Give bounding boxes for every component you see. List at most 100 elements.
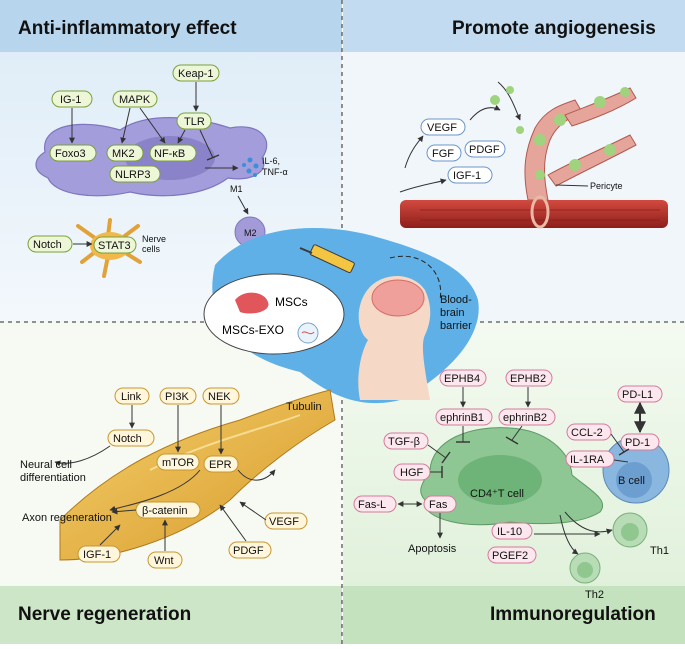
- node-foxo3: Foxo3: [49, 144, 97, 162]
- node-mapk: MAPK: [112, 90, 158, 108]
- m1-label: M1: [230, 184, 243, 194]
- inhibit-tgfb-bar: [441, 451, 451, 464]
- svg-text:PD-1: PD-1: [625, 437, 650, 449]
- th1-label: Th1: [650, 545, 669, 557]
- msc-cell-icon: [235, 292, 269, 314]
- svg-text:PDGF: PDGF: [469, 144, 500, 156]
- svg-text:β-catenin: β-catenin: [142, 505, 187, 517]
- axon-regen-label: Axon regeneration: [22, 512, 112, 524]
- svg-text:IGF-1: IGF-1: [453, 170, 481, 182]
- m1-to-m2-arrow: [237, 195, 249, 215]
- b-cell-label: B cell: [618, 475, 645, 487]
- factor-igf1: IGF-1: [447, 166, 493, 184]
- svg-text:ephrinB1: ephrinB1: [440, 412, 484, 424]
- svg-text:Notch: Notch: [113, 433, 142, 445]
- svg-text:Keap-1: Keap-1: [178, 68, 213, 80]
- node-hgf: HGF: [393, 463, 431, 481]
- bbb-dashed-line: [389, 255, 442, 301]
- nerve-cells-label-2: cells: [142, 244, 161, 254]
- arrow-igf1-catenin: [99, 524, 121, 546]
- svg-text:VEGF: VEGF: [427, 122, 457, 134]
- arrow-mapk-nfkb: [139, 107, 166, 144]
- inhibit-tlr: [199, 129, 214, 159]
- inhibit-ccl2-bar: [618, 448, 630, 456]
- node-notch-bl: Notch: [107, 429, 155, 447]
- node-tgfb: TGF-β: [383, 432, 429, 450]
- node-ephrinb1: ephrinB1: [435, 408, 493, 426]
- nerve-cells-label-1: Nerve: [142, 234, 166, 244]
- cd4-nucleus: [458, 455, 542, 505]
- node-keap1: Keap-1: [172, 64, 220, 82]
- node-vegf-bl: VEGF: [264, 512, 308, 530]
- svg-text:Notch: Notch: [33, 239, 62, 251]
- inhibit-tgfb: [427, 444, 447, 459]
- m2-label: M2: [244, 228, 257, 238]
- svg-text:EPHB2: EPHB2: [510, 373, 546, 385]
- svg-text:Foxo3: Foxo3: [55, 148, 86, 160]
- tubulin-label: Tubulin: [286, 401, 322, 413]
- th2-label: Th2: [585, 589, 604, 601]
- arrow-tcell-th1: [564, 511, 613, 535]
- node-ephrinb2: ephrinB2: [498, 408, 556, 426]
- nerve-fiber: [59, 389, 336, 561]
- svg-text:NEK: NEK: [208, 391, 231, 403]
- arrow-to-igf1: [399, 178, 447, 193]
- svg-text:Link: Link: [121, 391, 142, 403]
- node-pgef2: PGEF2: [487, 546, 537, 564]
- node-nlrp3: NLRP3: [109, 165, 161, 183]
- factor-pdgf: PDGF: [464, 140, 506, 158]
- svg-text:MK2: MK2: [112, 148, 135, 160]
- mscs-bubble: [203, 273, 345, 355]
- inhibit-ccl2: [610, 433, 625, 453]
- svg-text:Fas: Fas: [429, 499, 448, 511]
- apoptosis-label: Apoptosis: [408, 543, 457, 555]
- svg-text:Wnt: Wnt: [154, 555, 174, 567]
- title-nerve-regeneration: Nerve regeneration: [18, 604, 191, 625]
- node-ephb4: EPHB4: [439, 369, 487, 387]
- arrow-mapk-mk2: [120, 107, 131, 144]
- node-epr: EPR: [203, 455, 239, 473]
- svg-text:NF-κB: NF-κB: [154, 148, 185, 160]
- arrow-to-vegf: [404, 135, 424, 169]
- node-pdgf-bl: PDGF: [228, 541, 272, 559]
- inhibit-ephrinb2-bar: [505, 436, 519, 445]
- svg-text:PI3K: PI3K: [165, 391, 190, 403]
- cd4-label: CD4⁺T cell: [470, 488, 524, 500]
- inhibit-ephrinb2: [511, 425, 523, 441]
- svg-text:IL-10: IL-10: [497, 526, 522, 538]
- arrow-catenin-axon: [111, 508, 137, 515]
- node-beta-catenin: β-catenin: [135, 501, 201, 519]
- node-wnt: Wnt: [147, 551, 183, 569]
- node-fasl: Fas-L: [353, 495, 397, 513]
- factor-vegf: VEGF: [420, 118, 466, 136]
- svg-text:PDGF: PDGF: [233, 545, 264, 557]
- node-pi3k: PI3K: [159, 387, 197, 405]
- svg-text:EPR: EPR: [209, 459, 232, 471]
- svg-text:TGF-β: TGF-β: [388, 436, 420, 448]
- endothelial-tip-cells-icon: [490, 86, 630, 180]
- title-band-anti-inflammatory: [0, 0, 342, 52]
- pericyte-label: Pericyte: [590, 181, 623, 191]
- node-tlr: TLR: [176, 112, 212, 130]
- arrow-to-sprout: [469, 104, 501, 121]
- pericyte-pointer: [555, 184, 589, 187]
- mscs-label: MSCs: [275, 295, 308, 309]
- node-fas: Fas: [423, 495, 457, 513]
- human-head-icon: [358, 275, 431, 400]
- node-nek: NEK: [202, 387, 240, 405]
- svg-text:HGF: HGF: [400, 467, 424, 479]
- mscs-exo-label: MSCs-EXO: [222, 323, 284, 337]
- node-ig1: IG-1: [51, 90, 93, 108]
- arrow-vegf-fiber: [239, 501, 267, 521]
- arrow-to-sprout-2: [497, 81, 521, 121]
- svg-text:PD-L1: PD-L1: [622, 389, 653, 401]
- title-angiogenesis: Promote angiogenesis: [452, 18, 656, 39]
- title-anti-inflammatory: Anti-inflammatory effect: [18, 18, 237, 39]
- syringe-icon: [299, 244, 355, 274]
- title-band-immunoregulation: [343, 586, 685, 644]
- svg-text:ephrinB2: ephrinB2: [503, 412, 547, 424]
- node-mk2: MK2: [106, 144, 144, 162]
- svg-text:CCL-2: CCL-2: [571, 427, 603, 439]
